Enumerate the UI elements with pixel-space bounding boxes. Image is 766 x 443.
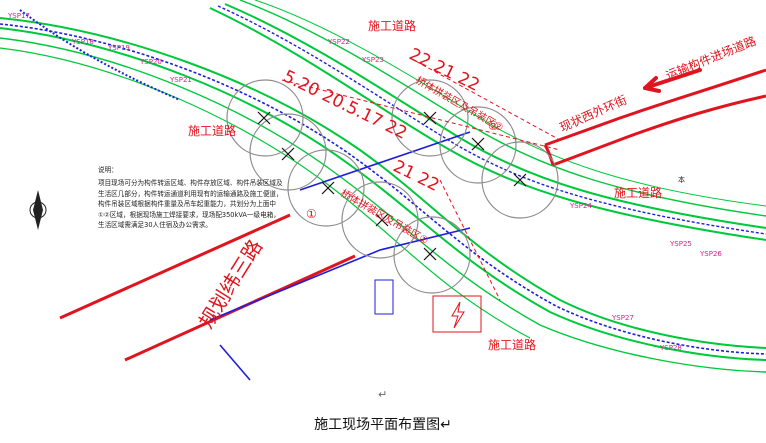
figure-caption: 施工现场平面布置图↵ (314, 417, 452, 433)
transport-arrow-icon (643, 68, 702, 93)
lightning-icon (451, 301, 465, 329)
note-body: 项目现场可分为构件转运区域、构件存放区域、构件吊装区域及生活区几部分，构件转运通… (98, 179, 283, 230)
svg-text:规划纬三路: 规划纬三路 (194, 235, 267, 333)
north-arrow-icon (29, 190, 47, 230)
station-label: YSP24 (569, 202, 592, 210)
site-plan-drawing: YSP17 YSP18 YSP19 YSP20 YSP21 YSP22 YSP2… (0, 0, 766, 401)
dashed-red-lines (281, 57, 561, 301)
station-labels: YSP17 YSP18 YSP19 YSP20 YSP21 YSP22 YSP2… (7, 12, 722, 352)
station-label: YSP20 (139, 58, 162, 66)
construction-road-label-top: 施工道路 (368, 18, 416, 33)
date-label-mid: 22 21 22 (406, 45, 483, 96)
station-label: YSP21 (169, 76, 192, 84)
explanation-note: 说明： 项目现场可分为构件转运区域、构件存放区域、构件吊装区域及生活区几部分，构… (98, 165, 283, 230)
planned-road-label: 规划纬三路 (194, 235, 267, 333)
return-mark: ↵ (378, 388, 387, 401)
road-corridor (0, 0, 766, 373)
station-label: YSP26 (699, 250, 722, 258)
station-label: YSP27 (611, 314, 634, 322)
planned-road-line (209, 131, 471, 381)
construction-road-label-right: 施工道路 (614, 185, 662, 200)
construction-road-label-left: 施工道路 (188, 123, 236, 138)
crane-circles (226, 79, 559, 294)
power-box (432, 295, 482, 333)
north-marker: 本 (678, 175, 685, 184)
living-area-rect (374, 279, 394, 315)
note-title: 说明： (98, 166, 118, 174)
station-label: YSP19 (107, 44, 130, 52)
construction-road-label-bottom: 施工道路 (488, 337, 536, 352)
station-label: YSP28 (659, 344, 682, 352)
station-label: YSP23 (361, 56, 384, 64)
crane-markers (257, 111, 527, 261)
svg-text:22 21 22: 22 21 22 (406, 45, 483, 96)
station-label: YSP25 (669, 240, 692, 248)
circle-1-label: ① (306, 207, 317, 221)
station-label: YSP18 (71, 38, 94, 46)
station-label: YSP22 (327, 38, 350, 46)
station-label: YSP17 (7, 12, 30, 20)
circle-2-label: ② (488, 119, 499, 133)
